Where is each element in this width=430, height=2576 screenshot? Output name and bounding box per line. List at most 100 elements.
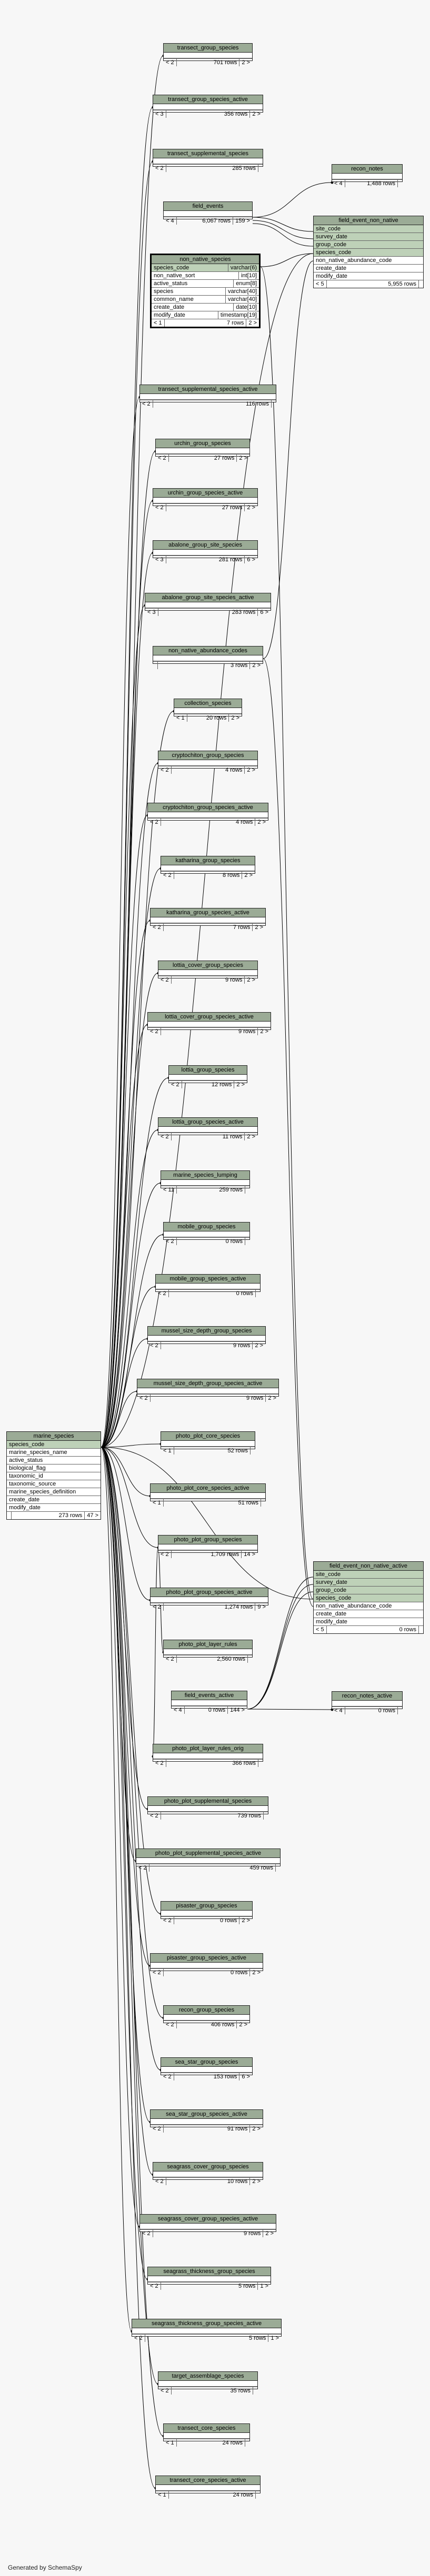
- table-title[interactable]: photo_plot_supplemental_species: [148, 1797, 268, 1806]
- table-title[interactable]: transect_core_species_active: [156, 2476, 260, 2485]
- table-title[interactable]: collection_species: [174, 699, 242, 708]
- table-mussel-size-depth-group-species-active[interactable]: mussel_size_depth_group_species_active <…: [137, 1379, 279, 1402]
- table-seagrass-thickness-group-species-active[interactable]: seagrass_thickness_group_species_active …: [132, 2319, 282, 2342]
- table-title[interactable]: lottia_group_species: [169, 1066, 247, 1075]
- table-title[interactable]: field_event_non_native_active: [314, 1562, 423, 1571]
- table-title[interactable]: photo_plot_layer_rules_orig: [153, 1744, 263, 1753]
- table-title[interactable]: photo_plot_layer_rules: [164, 1640, 252, 1649]
- table-title[interactable]: mussel_size_depth_group_species_active: [137, 1379, 278, 1388]
- table-title[interactable]: transect_supplemental_species: [153, 149, 263, 158]
- table-title[interactable]: recon_notes_active: [332, 1692, 402, 1701]
- table-title[interactable]: lottia_cover_group_species: [158, 961, 257, 970]
- table-title[interactable]: urchin_group_species_active: [153, 489, 257, 498]
- table-title[interactable]: seagrass_thickness_group_species: [148, 2267, 271, 2276]
- table-title[interactable]: katharina_group_species_active: [151, 908, 265, 917]
- table-title[interactable]: transect_supplemental_species_active: [140, 385, 276, 394]
- table-title[interactable]: photo_plot_core_species_active: [151, 1484, 265, 1493]
- table-title[interactable]: cryptochiton_group_species: [158, 751, 257, 760]
- table-title[interactable]: sea_star_group_species: [161, 2058, 252, 2067]
- table-title[interactable]: recon_group_species: [164, 2006, 249, 2015]
- table-title[interactable]: pisaster_group_species_active: [151, 1954, 263, 1963]
- table-title[interactable]: photo_plot_group_species: [158, 1536, 257, 1544]
- table-title[interactable]: abalone_group_site_species: [153, 541, 257, 550]
- table-title[interactable]: photo_plot_core_species: [161, 1432, 255, 1441]
- table-title[interactable]: transect_group_species_active: [153, 95, 263, 104]
- table-title[interactable]: pisaster_group_species: [161, 1902, 252, 1911]
- table-title[interactable]: mobile_group_species: [164, 1223, 249, 1231]
- table-title[interactable]: cryptochiton_group_species_active: [148, 803, 268, 812]
- table-title[interactable]: non_native_abundance_codes: [153, 646, 263, 655]
- table-title[interactable]: non_native_species: [152, 255, 259, 264]
- table-title[interactable]: transect_group_species: [164, 44, 252, 53]
- table-title[interactable]: photo_plot_group_species_active: [151, 1588, 268, 1597]
- table-title[interactable]: seagrass_thickness_group_species_active: [132, 2319, 281, 2328]
- table-title[interactable]: recon_notes: [332, 165, 402, 174]
- table-title[interactable]: field_event_non_native: [314, 216, 423, 225]
- table-title[interactable]: mobile_group_species_active: [156, 1275, 260, 1284]
- table-title[interactable]: target_assemblage_species: [158, 2372, 257, 2381]
- table-title[interactable]: abalone_group_site_species_active: [145, 593, 271, 602]
- table-title[interactable]: urchin_group_species: [156, 439, 249, 448]
- table-title[interactable]: katharina_group_species: [161, 856, 255, 865]
- table-title[interactable]: field_events: [164, 202, 252, 211]
- table-title[interactable]: marine_species_lumping: [161, 1171, 249, 1180]
- table-title[interactable]: lottia_cover_group_species_active: [148, 1013, 271, 1022]
- table-title[interactable]: photo_plot_supplemental_species_active: [136, 1849, 280, 1858]
- table-title[interactable]: field_events_active: [172, 1691, 247, 1700]
- table-title[interactable]: lottia_group_species_active: [158, 1118, 257, 1127]
- table-title[interactable]: sea_star_group_species_active: [151, 2110, 263, 2119]
- table-photo-plot-supplemental-species-active[interactable]: photo_plot_supplemental_species_active <…: [136, 1848, 281, 1872]
- table-title[interactable]: transect_core_species: [164, 2424, 249, 2433]
- table-title[interactable]: mussel_size_depth_group_species: [148, 1327, 265, 1336]
- table-title[interactable]: seagrass_cover_group_species: [153, 2163, 263, 2171]
- table-transect-supplemental-species-active[interactable]: transect_supplemental_species_active < 2…: [139, 385, 276, 408]
- table-title[interactable]: seagrass_cover_group_species_active: [140, 2215, 276, 2224]
